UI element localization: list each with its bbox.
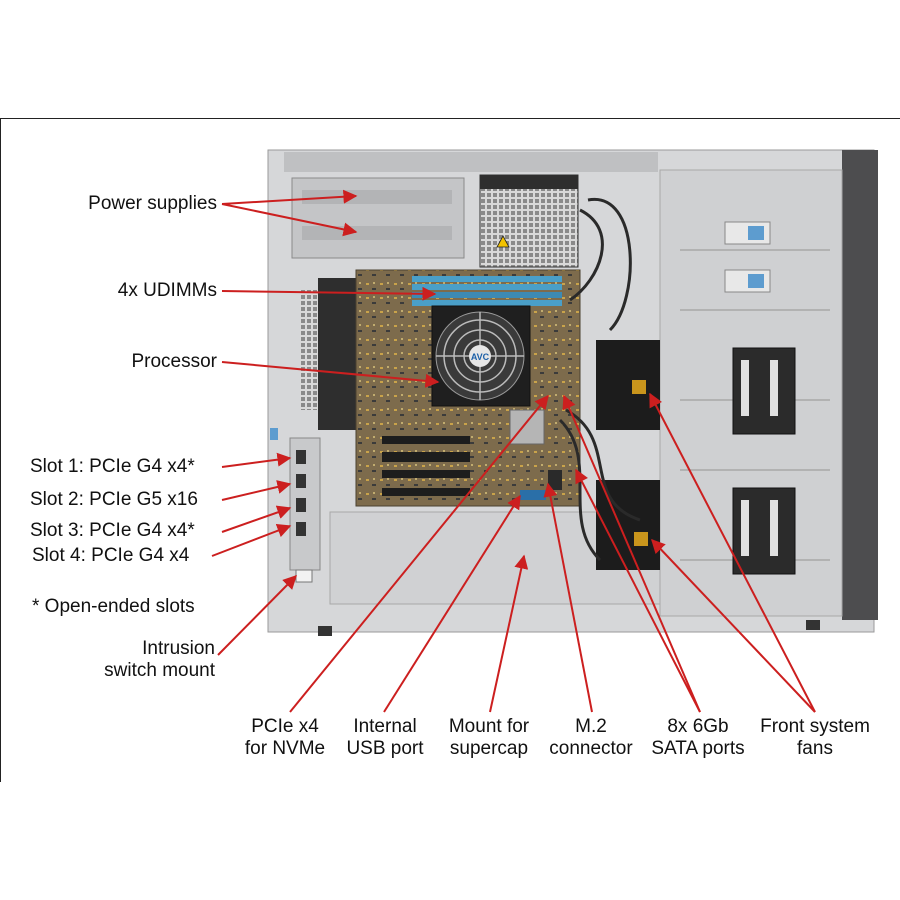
label-open-ended-note: * Open-ended slots [32,596,195,617]
diagram-frame [0,118,900,782]
label-slot-4: Slot 4: PCIe G4 x4 [32,545,190,566]
dimm-slots [412,276,562,306]
label-pcie-nvme: PCIe x4 for NVMe [244,716,326,759]
fan-badge: AVC [471,352,490,362]
usb-connector-block [520,490,546,500]
cables [558,198,641,562]
label-processor: Processor [131,351,217,372]
callout-arrows [211,189,816,713]
label-slot-3: Slot 3: PCIe G4 x4* [30,520,195,541]
label-slot-2: Slot 2: PCIe G5 x16 [30,489,198,510]
power-supply-bays [291,174,579,268]
label-slot-1: Slot 1: PCIe G4 x4* [30,456,195,477]
motherboard: AVC [355,269,581,507]
label-udimms: 4x UDIMMs [117,280,217,301]
rear-fan [318,278,356,430]
m2-connector-block [548,470,562,490]
pcie-slot-1 [382,436,470,444]
label-intrusion-switch-mount: Intrusion switch mount [104,638,215,681]
label-sata-ports: 8x 6Gb SATA ports [651,716,745,759]
pcie-slot-2 [382,452,470,462]
label-internal-usb: Internal USB port [346,716,424,759]
label-supercap-mount: Mount for supercap [448,716,530,759]
chipset-heatsink [509,409,545,445]
label-front-fans: Front system fans [760,716,870,759]
pcie-brackets [270,428,321,571]
pcie-slot-4 [382,488,470,496]
pcie-slot-3 [382,470,470,478]
label-power-supplies: Power supplies [88,193,217,214]
rear-grill [300,290,322,410]
intrusion-switch-mount [295,569,313,583]
label-m2-connector: M.2 connector [549,716,633,759]
